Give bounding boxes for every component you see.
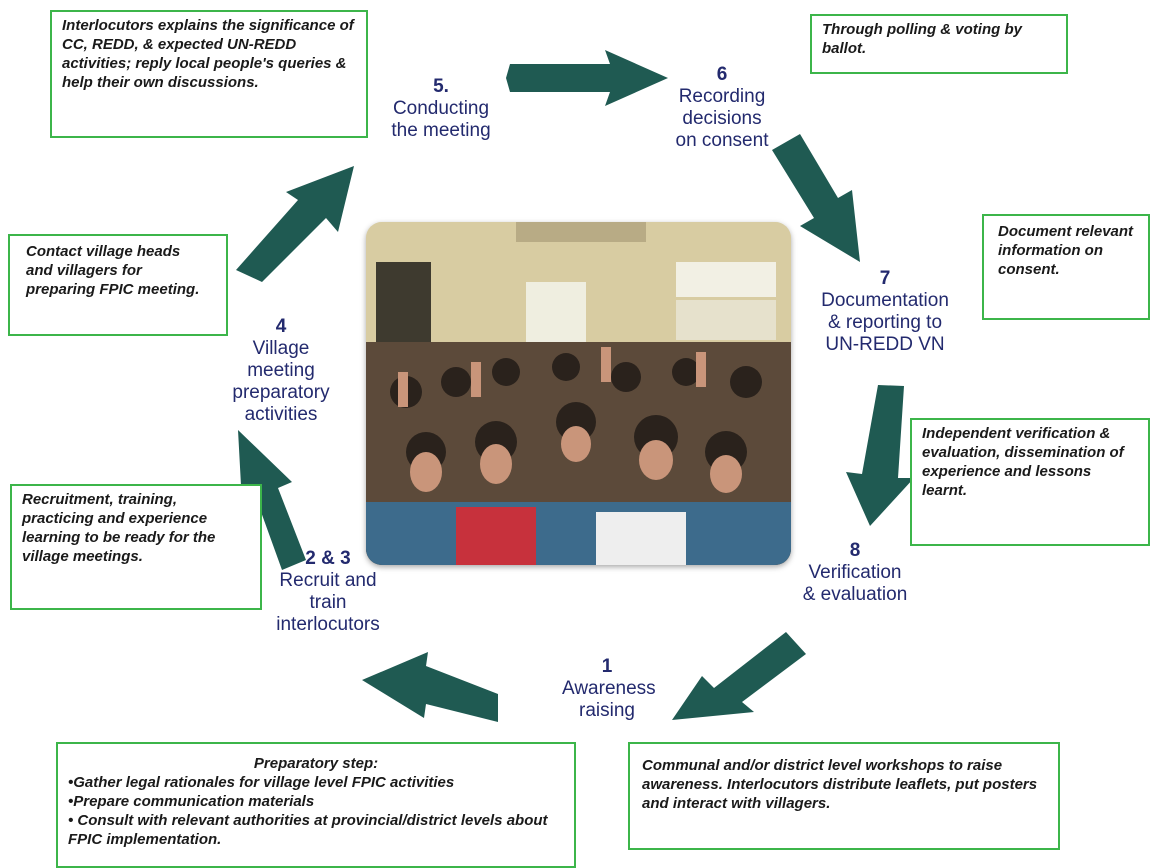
step-title: Awareness raising — [562, 678, 656, 721]
step-title: Recording decisions on consent — [675, 86, 769, 151]
step-2-3-label: 2 & 3 Recruit and train interlocutors — [258, 548, 398, 636]
note-step-1: Communal and/or district level workshops… — [628, 742, 1060, 850]
step-number: 1 — [601, 656, 613, 677]
prep-item: •Prepare communication materials — [68, 793, 315, 810]
note-text: Interlocutors explains the significance … — [62, 17, 354, 91]
step-number: 2 & 3 — [305, 548, 351, 569]
prep-item: • Consult with relevant authorities at p… — [68, 812, 548, 848]
note-step-6: Through polling & voting by ballot. — [810, 14, 1068, 74]
note-text: Contact village heads and villagers for … — [26, 243, 200, 298]
note-text: Document relevant information on consent… — [998, 223, 1134, 278]
step-title: Village meeting preparatory activities — [232, 338, 330, 425]
step-5-label: 5. Conducting the meeting — [376, 76, 506, 142]
step-title: Verification & evaluation — [802, 562, 908, 605]
arrow-7-to-8 — [846, 385, 914, 526]
step-6-label: 6 Recording decisions on consent — [662, 64, 782, 152]
step-1-label: 1 Awareness raising — [562, 656, 656, 722]
prep-item: •Gather legal rationales for village lev… — [68, 774, 455, 791]
note-text: Through polling & voting by ballot. — [822, 21, 1022, 57]
step-title: Conducting the meeting — [391, 98, 491, 141]
step-7-label: 7 Documentation & reporting to UN-REDD V… — [800, 268, 970, 356]
village-meeting-photo — [366, 222, 791, 565]
step-number: 5. — [433, 76, 449, 97]
step-number: 8 — [849, 540, 861, 561]
note-text: Independent verification & evaluation, d… — [922, 425, 1124, 499]
step-title: Recruit and train interlocutors — [276, 570, 380, 635]
arrow-5-to-6 — [506, 50, 668, 106]
note-text: Communal and/or district level workshops… — [642, 757, 1038, 812]
note-step-4: Contact village heads and villagers for … — [8, 234, 228, 336]
arrow-6-to-7 — [772, 134, 860, 262]
arrow-4-to-5 — [236, 166, 354, 282]
note-step-7: Document relevant information on consent… — [982, 214, 1150, 320]
prep-title: Preparatory step: — [253, 755, 379, 772]
note-preparatory-step: Preparatory step: •Gather legal rational… — [56, 742, 576, 868]
note-text: Recruitment, training, practicing and ex… — [22, 491, 216, 565]
photo-illustration — [366, 222, 791, 565]
step-8-label: 8 Verification & evaluation — [790, 540, 920, 606]
step-number: 7 — [879, 268, 891, 289]
note-step-5: Interlocutors explains the significance … — [50, 10, 368, 138]
step-title: Documentation & reporting to UN-REDD VN — [821, 290, 949, 355]
arrow-23-to-4 — [238, 430, 306, 570]
step-number: 4 — [275, 316, 287, 337]
arrow-1-to-23 — [362, 652, 498, 722]
note-step-8: Independent verification & evaluation, d… — [910, 418, 1150, 546]
step-4-label: 4 Village meeting preparatory activities — [216, 316, 346, 426]
step-number: 6 — [716, 64, 728, 85]
arrow-8-to-1 — [672, 632, 806, 720]
note-step-2-3: Recruitment, training, practicing and ex… — [10, 484, 262, 610]
